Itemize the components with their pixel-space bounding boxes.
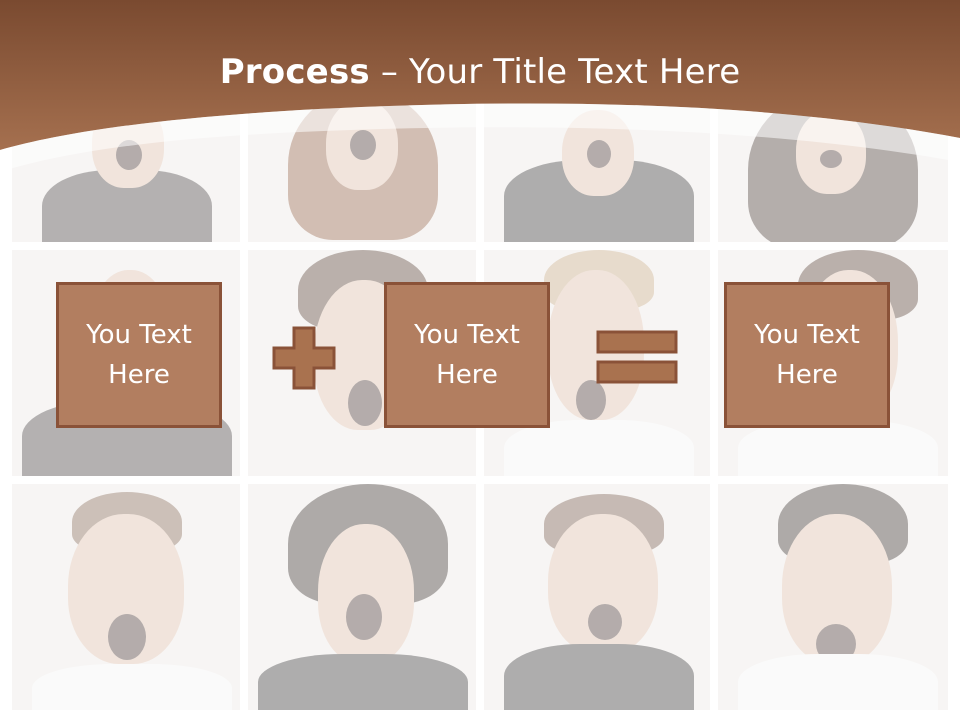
title-rest: – Your Title Text Here (369, 52, 741, 92)
photo-tile (484, 484, 710, 710)
process-box-1[interactable]: You Text Here (56, 282, 222, 428)
equals-icon (596, 330, 678, 384)
plus-icon (272, 326, 336, 390)
process-box-3[interactable]: You Text Here (724, 282, 890, 428)
process-box-label: You Text Here (754, 320, 860, 390)
process-box-label: You Text Here (86, 320, 192, 390)
photo-tile (248, 484, 476, 710)
process-box-2[interactable]: You Text Here (384, 282, 550, 428)
title-bold: Process (219, 52, 370, 92)
photo-tile (12, 484, 240, 710)
page-title: Process – Your Title Text Here (0, 52, 960, 92)
process-box-label: You Text Here (414, 320, 520, 390)
photo-tile (718, 484, 948, 710)
header-banner (0, 0, 960, 172)
